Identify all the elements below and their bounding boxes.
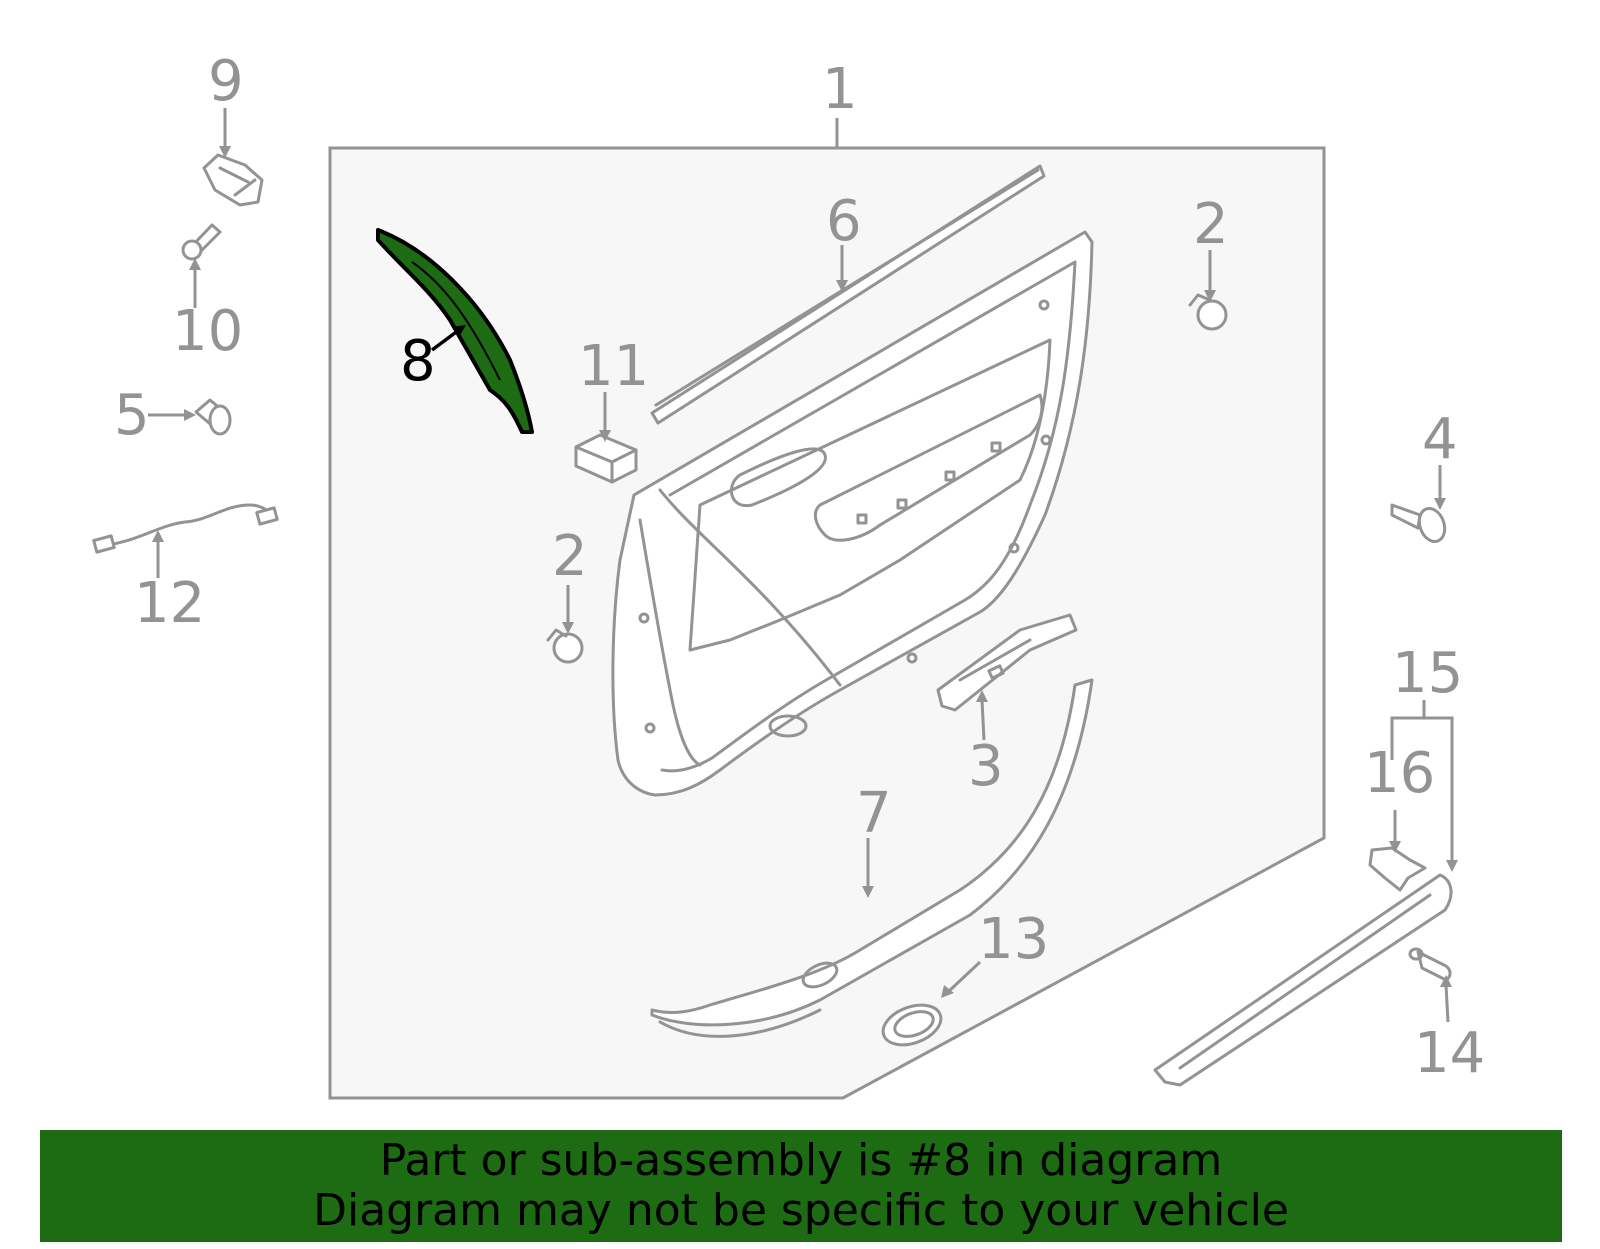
callout-16: 16 bbox=[1364, 741, 1435, 806]
arrow-8 bbox=[452, 325, 466, 337]
callout-1: 1 bbox=[822, 57, 858, 122]
part-4-screw[interactable] bbox=[1390, 503, 1449, 545]
banner-line-2: Diagram may not be specific to your vehi… bbox=[313, 1185, 1289, 1236]
part-12-wire-harness[interactable] bbox=[92, 503, 279, 554]
part-13-bezel[interactable] bbox=[878, 998, 947, 1052]
part-14-pin[interactable] bbox=[1408, 947, 1452, 982]
callout-15: 15 bbox=[1392, 641, 1463, 706]
callout-4: 4 bbox=[1422, 407, 1458, 472]
part-7-lower-trim[interactable] bbox=[650, 678, 1094, 1038]
callout-6: 6 bbox=[826, 189, 862, 254]
callout-11: 11 bbox=[578, 334, 649, 399]
callout-5: 5 bbox=[114, 383, 150, 448]
callout-labels: 1 2 2 3 4 5 6 7 8 9 10 11 12 13 14 15 16 bbox=[114, 49, 1485, 1086]
callout-9: 9 bbox=[208, 49, 244, 114]
part-2-clip-right[interactable] bbox=[1188, 293, 1228, 331]
callout-10: 10 bbox=[172, 299, 243, 364]
leader-lines bbox=[148, 108, 1454, 1023]
callout-12: 12 bbox=[134, 571, 205, 636]
callout-13: 13 bbox=[978, 907, 1049, 972]
part-5-grommet[interactable] bbox=[194, 398, 232, 436]
arrowheads bbox=[152, 146, 1458, 998]
callout-8: 8 bbox=[400, 329, 436, 394]
callout-14: 14 bbox=[1414, 1021, 1485, 1086]
info-banner: Part or sub-assembly is #8 in diagram Di… bbox=[40, 1130, 1562, 1242]
part-8-corner-garnish[interactable] bbox=[376, 228, 534, 434]
part-3-handle-bracket[interactable] bbox=[936, 613, 1078, 712]
part-1-door-trim-panel[interactable] bbox=[611, 230, 1094, 797]
part-6-belt-molding[interactable] bbox=[650, 164, 1046, 425]
callout-7: 7 bbox=[856, 781, 892, 846]
callout-2-right: 2 bbox=[1193, 192, 1229, 257]
part-10-screw[interactable] bbox=[181, 223, 222, 261]
part-16-clip[interactable] bbox=[1368, 846, 1427, 892]
banner-line-1: Part or sub-assembly is #8 in diagram bbox=[379, 1135, 1223, 1186]
part-9-bracket[interactable] bbox=[202, 153, 264, 207]
callout-2-left: 2 bbox=[552, 524, 588, 589]
part-11-switch[interactable] bbox=[574, 433, 638, 484]
part-15-scuff-plate[interactable] bbox=[1153, 873, 1453, 1087]
callout-3: 3 bbox=[968, 734, 1004, 799]
